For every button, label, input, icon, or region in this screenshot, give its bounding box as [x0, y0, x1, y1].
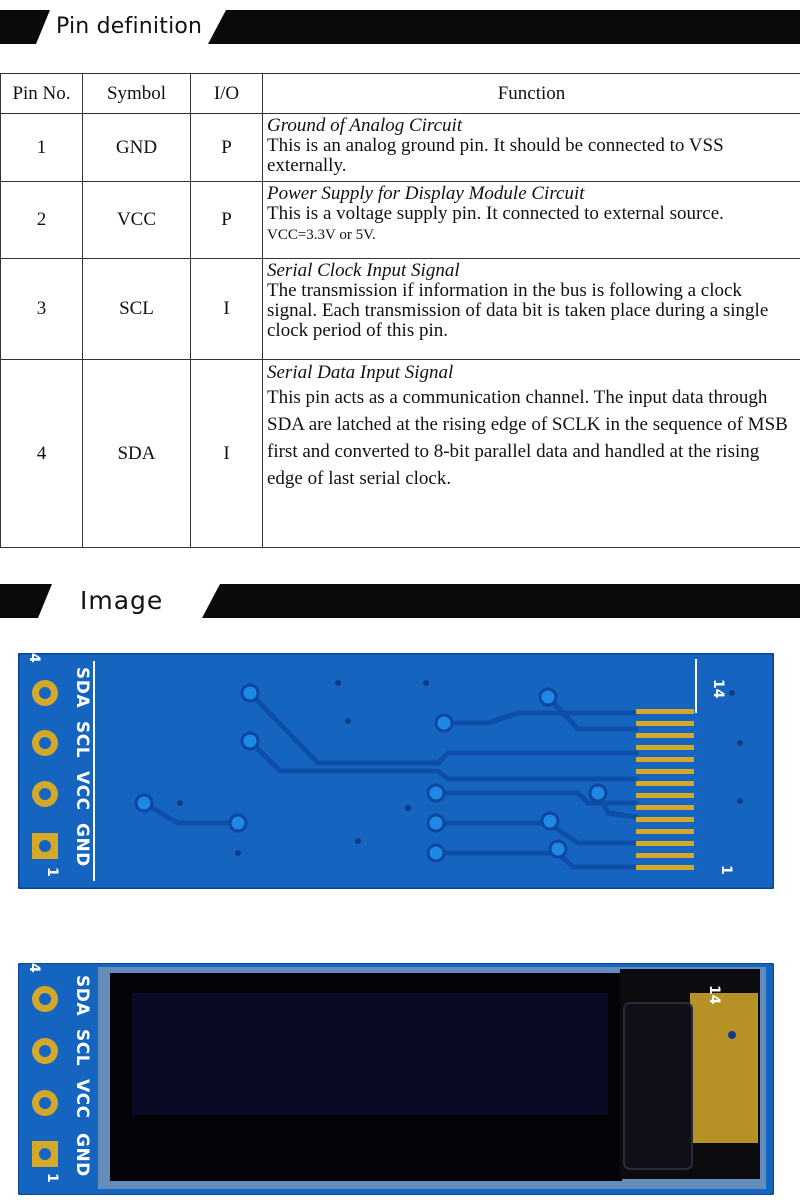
- fpc-gold-fingers: [636, 709, 694, 870]
- pin-io: P: [190, 113, 263, 182]
- label-sda: SDA: [72, 667, 92, 709]
- header-function: Function: [262, 73, 800, 114]
- pin-number-4: 4: [26, 963, 42, 973]
- pin-number: 1: [0, 113, 83, 182]
- label-gnd: GND: [72, 823, 92, 867]
- voltage-note: VCC=3.3V or 5V.: [267, 227, 376, 243]
- pin-io: I: [190, 258, 263, 360]
- label-scl: SCL: [72, 1029, 92, 1067]
- table-row: 2 VCC P Power Supply for Display Module …: [0, 181, 800, 259]
- pin-definition-tab: Pin definition: [36, 10, 226, 44]
- pin-function: Ground of Analog Circuit This is an anal…: [262, 113, 800, 182]
- pcb-back-illustration: [18, 653, 774, 889]
- pin-number: 3: [0, 258, 83, 360]
- pin-function: Serial Clock Input Signal The transmissi…: [262, 258, 800, 360]
- function-description: This pin acts as a communication channel…: [267, 387, 788, 489]
- pcb-front-illustration: [18, 963, 774, 1195]
- pin-function: Power Supply for Display Module Circuit …: [262, 181, 800, 259]
- oled-board-back: SDA SCL VCC GND 4 1 14 1: [18, 653, 774, 889]
- function-description: This is an analog ground pin. It should …: [267, 135, 724, 176]
- pin-number-1: 1: [44, 1173, 60, 1183]
- image-banner: Image: [0, 584, 800, 618]
- pin-io: I: [190, 359, 263, 548]
- table-row: 4 SDA I Serial Data Input Signal This pi…: [0, 359, 800, 548]
- image-heading: Image: [80, 586, 164, 615]
- label-scl: SCL: [72, 721, 92, 759]
- fpc-number-14: 14: [710, 679, 726, 699]
- pin-number: 4: [0, 359, 83, 548]
- pcb-traces: [141, 690, 639, 870]
- function-title: Ground of Analog Circuit: [267, 115, 463, 136]
- function-title: Serial Data Input Signal: [267, 362, 454, 383]
- function-description-text: This is a voltage supply pin. It connect…: [267, 203, 724, 224]
- function-title: Power Supply for Display Module Circuit: [267, 183, 585, 204]
- pin-io: P: [190, 181, 263, 259]
- pin-definition-table: Pin No. Symbol I/O Function 1 GND P Grou…: [0, 73, 800, 548]
- header-pin-no: Pin No.: [0, 73, 83, 114]
- header-symbol: Symbol: [82, 73, 191, 114]
- pin-number: 2: [0, 181, 83, 259]
- table-header-row: Pin No. Symbol I/O Function: [0, 73, 800, 114]
- header-pads: [32, 986, 58, 1167]
- label-vcc: VCC: [72, 1079, 92, 1119]
- pin-definition-banner: Pin definition: [0, 10, 800, 44]
- pin-number-1: 1: [44, 867, 60, 877]
- oled-board-front: SDA SCL VCC GND 4 1 14: [18, 963, 774, 1195]
- fpc-number-1: 1: [718, 865, 734, 875]
- label-sda: SDA: [72, 975, 92, 1017]
- pin-symbol: VCC: [82, 181, 191, 259]
- header-io: I/O: [190, 73, 263, 114]
- function-description: The transmission if information in the b…: [267, 280, 769, 341]
- pin-symbol: GND: [82, 113, 191, 182]
- image-tab: Image: [38, 584, 220, 618]
- function-title: Serial Clock Input Signal: [267, 260, 460, 281]
- table-row: 3 SCL I Serial Clock Input Signal The tr…: [0, 258, 800, 360]
- oled-active-area: [132, 993, 608, 1115]
- pin-definition-heading: Pin definition: [56, 14, 203, 39]
- pin-function: Serial Data Input Signal This pin acts a…: [262, 359, 800, 548]
- pin-symbol: SDA: [82, 359, 191, 548]
- pin-number-4: 4: [26, 653, 42, 663]
- pcb-vias: [134, 683, 608, 863]
- pin-symbol: SCL: [82, 258, 191, 360]
- label-vcc: VCC: [72, 771, 92, 811]
- label-gnd: GND: [72, 1133, 92, 1177]
- table-row: 1 GND P Ground of Analog Circuit This is…: [0, 113, 800, 182]
- header-pads: [32, 680, 58, 859]
- fpc-number-14: 14: [706, 985, 722, 1005]
- pcb-dots: [177, 680, 743, 856]
- function-description: This is a voltage supply pin. It connect…: [267, 204, 796, 245]
